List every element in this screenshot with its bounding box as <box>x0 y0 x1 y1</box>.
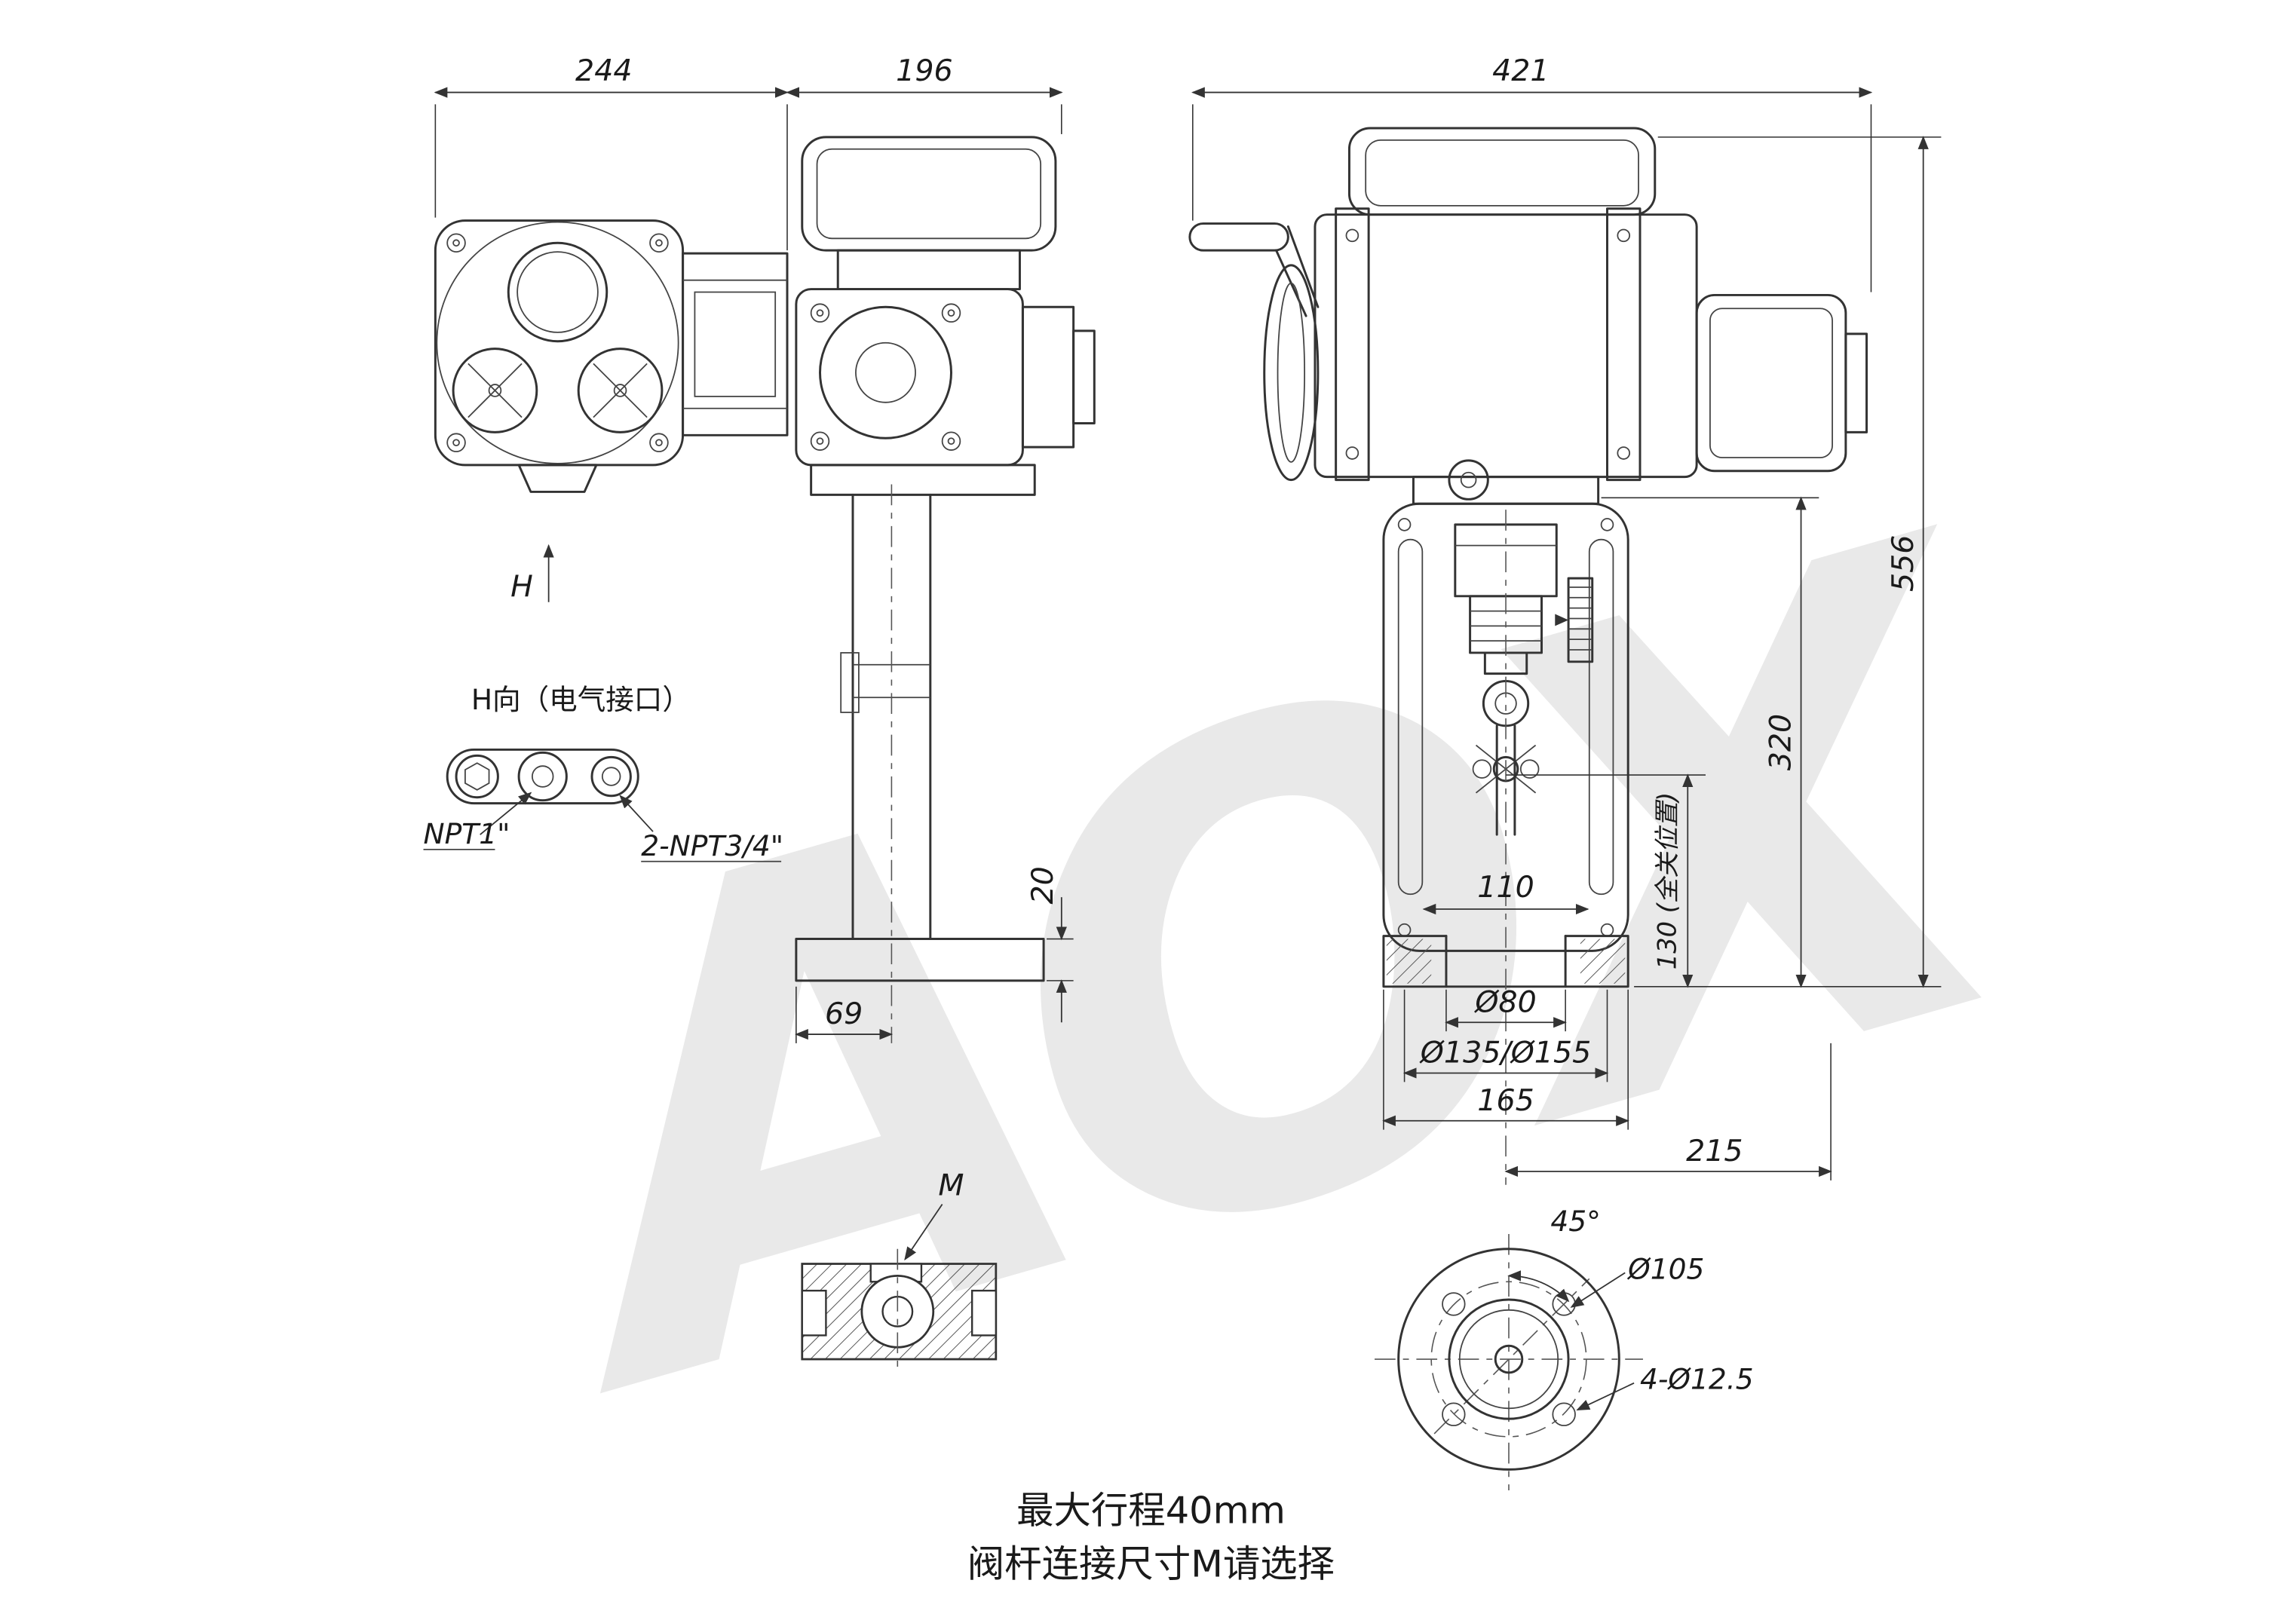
right-view-dimensions: 110 Ø80 Ø135/Ø155 165 215 556 320 130 (全… <box>1382 136 1942 1181</box>
dim-130: 130 (全关位置) <box>1652 792 1681 969</box>
dim-4x12-5: 4-Ø12.5 <box>1640 1363 1754 1396</box>
npt1-label: NPT1" <box>424 817 510 850</box>
front-view <box>434 219 789 493</box>
dim-421: 421 <box>1492 54 1549 88</box>
dim-320: 320 <box>1764 714 1798 770</box>
npt34-label: 2-NPT3/4" <box>641 829 783 862</box>
stem-connection-detail: M <box>801 1168 998 1374</box>
dim-196: 196 <box>896 54 952 88</box>
dim-80: Ø80 <box>1473 985 1536 1019</box>
h-arrow-label: H <box>510 569 533 604</box>
dim-135-155: Ø135/Ø155 <box>1419 1036 1591 1070</box>
indicator-pointer <box>1555 614 1569 626</box>
h-direction-view: H H向（电气接口） NPT1" 2-NPT3/4" <box>423 544 783 862</box>
dim-45deg: 45° <box>1550 1205 1601 1238</box>
dim-105: Ø105 <box>1626 1252 1704 1285</box>
dim-244: 244 <box>575 54 632 88</box>
dim-110: 110 <box>1477 870 1534 905</box>
dim-20: 20 <box>1025 866 1060 904</box>
dim-215: 215 <box>1686 1134 1743 1168</box>
dim-165: 165 <box>1477 1083 1534 1118</box>
drawing-notes: 最大行程40mm 阀杆连接尺寸M请选择 <box>967 1489 1335 1586</box>
dim-556: 556 <box>1886 535 1920 592</box>
note-max-travel: 最大行程40mm <box>1016 1489 1286 1533</box>
dim-69: 69 <box>825 997 863 1031</box>
flange-bolt-circle-view: 45° Ø105 4-Ø12.5 <box>1375 1205 1754 1491</box>
top-dimensions: 244 196 421 <box>434 54 1873 292</box>
m-label: M <box>938 1168 964 1203</box>
h-view-title: H向（电气接口） <box>471 683 691 716</box>
note-stem-size: 阀杆连接尺寸M请选择 <box>967 1542 1335 1586</box>
brand-watermark: AOX <box>428 401 2108 1541</box>
side-elevation-view <box>1188 127 1868 1185</box>
side-view: 20 69 <box>795 136 1096 1043</box>
